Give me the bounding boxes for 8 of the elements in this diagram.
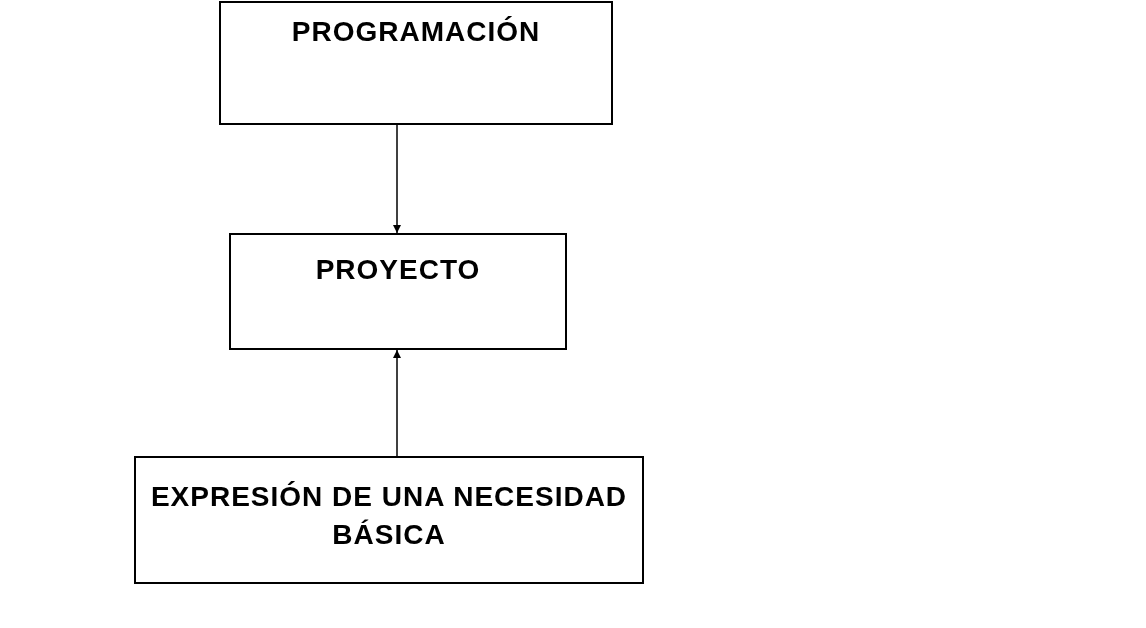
box-label: PROGRAMACIÓN [290,15,542,49]
box-label: EXPRESIÓN DE UNA NECESIDAD BÁSICA [149,480,629,552]
arrow [393,349,401,457]
process-box [229,233,567,350]
box-label: PROYECTO [314,253,482,287]
arrow [393,124,401,234]
process-box [134,456,644,584]
process-box [219,1,613,125]
